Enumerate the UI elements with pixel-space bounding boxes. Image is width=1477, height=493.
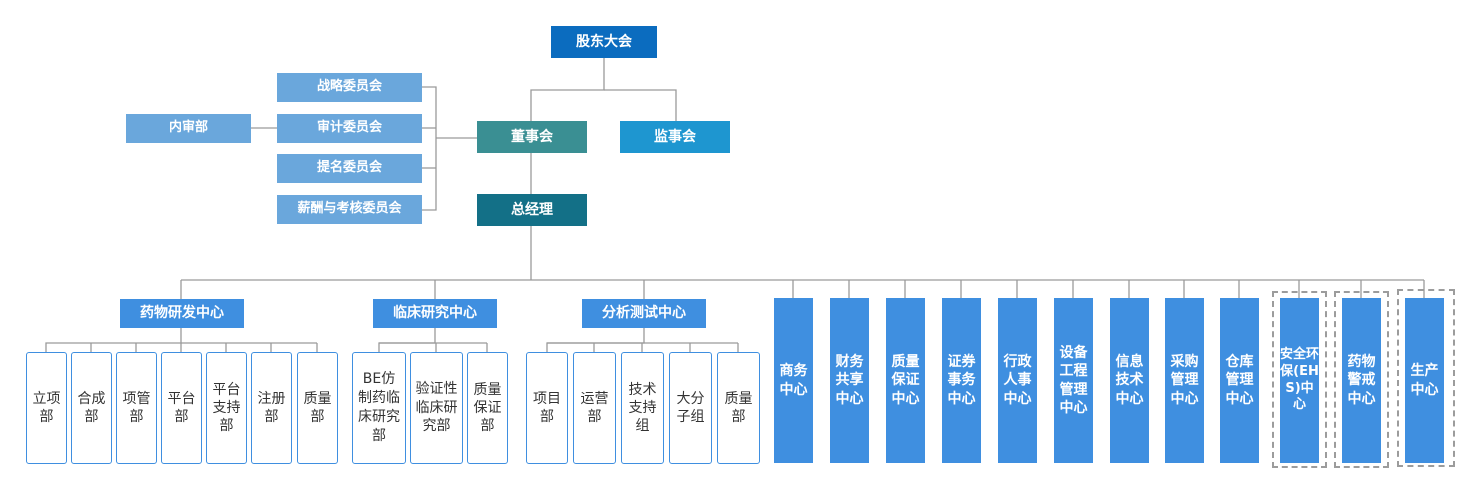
dept-analysis-operations: 运营部 <box>573 352 616 464</box>
dept-rd-registration: 注册部 <box>251 352 292 464</box>
center-it: 信息技术中心 <box>1110 298 1149 463</box>
connector-line-0 <box>530 58 605 121</box>
dept-rd-synthesis: 合成部 <box>71 352 112 464</box>
dept-analysis-quality: 质量部 <box>717 352 760 464</box>
dept-clinical-be-generic: BE仿制药临床研究部 <box>352 352 406 464</box>
center-finance-shared: 财务共享中心 <box>830 298 869 463</box>
dept-rd-platform-support: 平台支持部 <box>206 352 247 464</box>
internal-audit-dept: 内审部 <box>126 114 251 143</box>
general-manager: 总经理 <box>477 194 587 226</box>
center-business: 商务中心 <box>774 298 813 463</box>
dept-analysis-tech-support: 技术支持组 <box>621 352 664 464</box>
center-clinical-research: 临床研究中心 <box>373 299 497 328</box>
dept-rd-project-initiation: 立项部 <box>26 352 67 464</box>
committee-strategy: 战略委员会 <box>277 73 422 102</box>
dept-rd-project-management: 项管部 <box>116 352 157 464</box>
dashed-frame-pharmacovigilance <box>1334 291 1389 468</box>
dept-rd-quality: 质量部 <box>297 352 338 464</box>
center-equipment-engineering: 设备工程管理中心 <box>1054 298 1093 463</box>
center-ehs: 安全环保(EHS)中心 <box>1280 298 1319 463</box>
center-procurement: 采购管理中心 <box>1165 298 1204 463</box>
committee-nomination: 提名委员会 <box>277 154 422 183</box>
center-production: 生产中心 <box>1405 298 1444 463</box>
connector-line-13 <box>45 328 182 352</box>
board-of-directors: 董事会 <box>477 121 587 153</box>
connector-line-3 <box>422 86 437 211</box>
center-warehouse: 仓库管理中心 <box>1220 298 1259 463</box>
center-pharmacovigilance: 药物警戒中心 <box>1342 298 1381 463</box>
connector-line-15 <box>546 328 645 352</box>
center-drug-rd: 药物研发中心 <box>120 299 244 328</box>
center-analysis-testing: 分析测试中心 <box>582 299 706 328</box>
committee-audit: 审计委员会 <box>277 114 422 143</box>
connector-line-14 <box>378 328 436 352</box>
dept-analysis-macromolecule: 大分子组 <box>669 352 712 464</box>
connector-line-1 <box>604 89 677 121</box>
committee-compensation: 薪酬与考核委员会 <box>277 195 422 224</box>
dashed-frame-ehs <box>1272 291 1327 468</box>
center-quality-assurance: 质量保证中心 <box>886 298 925 463</box>
dept-clinical-qa: 质量保证部 <box>467 352 508 464</box>
dept-rd-platform: 平台部 <box>161 352 202 464</box>
dept-clinical-confirmatory: 验证性临床研究部 <box>410 352 463 464</box>
center-securities-affairs: 证券事务中心 <box>942 298 981 463</box>
dashed-frame-production <box>1397 289 1455 467</box>
dept-analysis-project: 项目部 <box>526 352 568 464</box>
board-of-supervisors: 监事会 <box>620 121 730 153</box>
shareholders-meeting: 股东大会 <box>551 26 657 58</box>
center-admin-hr: 行政人事中心 <box>998 298 1037 463</box>
